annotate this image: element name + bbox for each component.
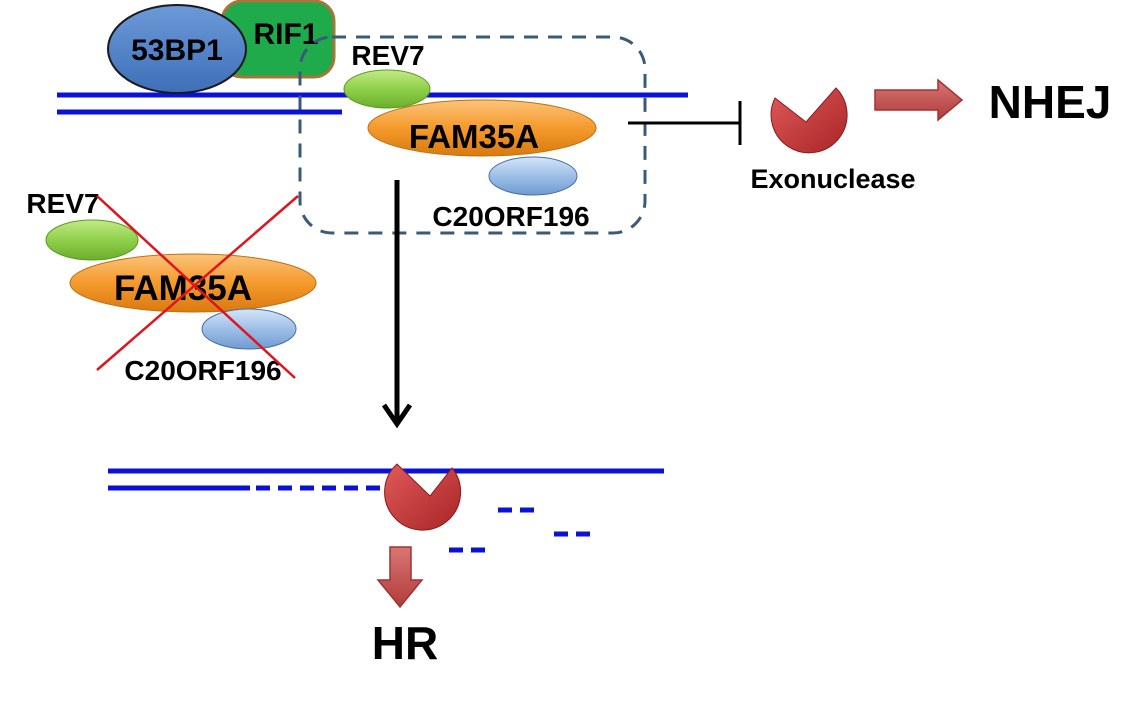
c20orf196-top-label: C20ORF196 (432, 201, 589, 232)
protein-rev7-crossed (45, 219, 139, 261)
protein-c20orf196-crossed (201, 308, 297, 350)
exonuclease-icon-bottom (384, 463, 462, 531)
rev7-crossed-label: REV7 (26, 188, 99, 219)
arrow-to-nhej (874, 78, 964, 122)
nhej-label: NHEJ (989, 76, 1112, 128)
protein-c20orf196-top (488, 156, 578, 196)
protein-rif1: RIF1 (220, 0, 336, 79)
c20orf196-crossed-label: C20ORF196 (124, 355, 281, 386)
complex-box (298, 35, 647, 235)
rif1-label: RIF1 (253, 18, 318, 51)
protein-fam35a-top: FAM35A (367, 99, 597, 157)
fam35a-top-label: FAM35A (409, 118, 539, 155)
arrow-to-resection (381, 180, 413, 429)
rev7-top-label: REV7 (351, 40, 424, 71)
cross-out-mark (96, 195, 299, 379)
inhibition-arrow (628, 101, 742, 145)
dna-duplex-resected (108, 468, 664, 553)
53bp1-label: 53BP1 (131, 34, 223, 67)
exonuclease-label: Exonuclease (750, 164, 915, 194)
hr-label: HR (372, 617, 438, 669)
exonuclease-icon-top (770, 87, 848, 154)
protein-53bp1: 53BP1 (107, 4, 247, 94)
arrow-to-hr (376, 546, 424, 609)
protein-rev7-top (343, 69, 431, 109)
